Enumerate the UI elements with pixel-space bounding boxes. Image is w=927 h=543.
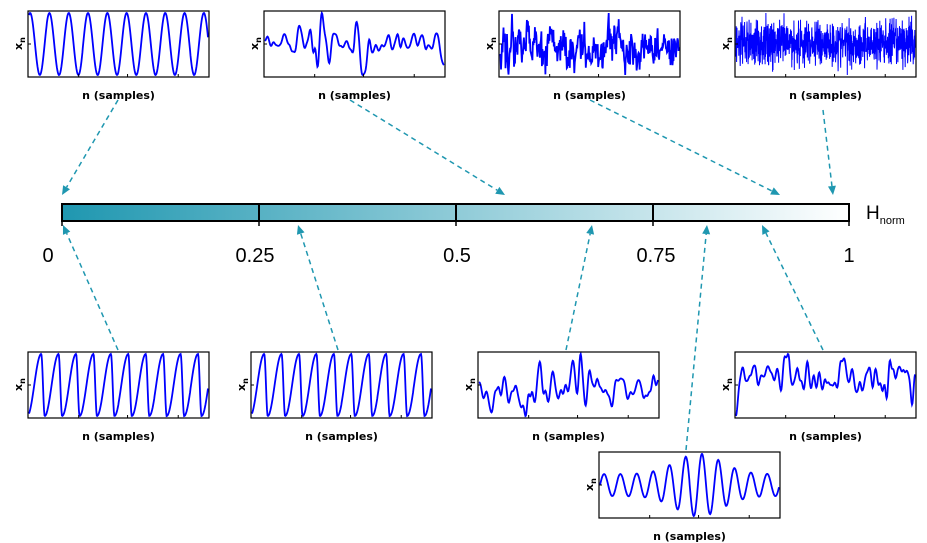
panel-ylabel: xn xyxy=(248,37,263,50)
signal-panel: xn n (samples) xyxy=(483,10,681,102)
signal-trace xyxy=(599,453,780,518)
panel-background xyxy=(735,352,916,418)
arrow-head xyxy=(495,186,505,195)
signal-panel: xn n (samples) xyxy=(462,351,660,443)
panel-xlabel: n (samples) xyxy=(553,89,626,102)
panel-xlabel: n (samples) xyxy=(789,89,862,102)
dashed-arrow xyxy=(765,232,824,351)
signal-panel: xn n (samples) xyxy=(12,10,210,102)
arrow-head xyxy=(62,225,71,235)
arrow-head xyxy=(770,187,780,195)
colorbar-tick-label: 0 xyxy=(42,245,53,267)
arrow-head xyxy=(62,185,71,195)
dashed-arrow xyxy=(589,99,773,192)
signal-panel: xn n (samples) xyxy=(12,351,210,443)
arrow-head xyxy=(827,185,836,195)
dashed-arrow xyxy=(685,233,707,451)
panel-ylabel: xn xyxy=(483,37,498,50)
panel-xlabel: n (samples) xyxy=(82,89,155,102)
panel-xlabel: n (samples) xyxy=(305,430,378,443)
panel-xlabel: n (samples) xyxy=(653,530,726,543)
colorbar: 0 0.25 0.5 0.75 1 Hnorm xyxy=(42,203,905,267)
panel-ylabel: xn xyxy=(462,378,477,391)
panel-ylabel: xn xyxy=(719,37,734,50)
signal-trace xyxy=(478,351,659,418)
signal-trace xyxy=(499,12,680,76)
signal-trace xyxy=(264,10,445,77)
panel-ylabel: xn xyxy=(583,478,598,491)
signal-trace xyxy=(28,11,209,77)
colorbar-tick-label: 0.75 xyxy=(637,245,676,267)
signal-panel: xn n (samples) xyxy=(235,351,433,443)
panel-xlabel: n (samples) xyxy=(532,430,605,443)
signal-panel: xn n (samples) xyxy=(583,451,781,543)
colorbar-tick-label: 0.5 xyxy=(443,245,471,267)
arrows xyxy=(62,99,836,451)
signal-panel: xn n (samples) xyxy=(719,351,917,443)
panel-ylabel: xn xyxy=(12,37,27,50)
arrow-head xyxy=(702,225,711,235)
arrow-head xyxy=(296,225,305,235)
panel-xlabel: n (samples) xyxy=(82,430,155,443)
colorbar-label: Hnorm xyxy=(866,203,905,227)
dashed-arrow xyxy=(65,99,119,188)
arrow-head xyxy=(586,225,595,235)
signal-panel: xn n (samples) xyxy=(719,10,917,102)
dashed-arrow xyxy=(349,99,498,191)
signal-trace xyxy=(251,352,432,418)
arrow-head xyxy=(762,225,770,235)
panel-ylabel: xn xyxy=(12,378,27,391)
signal-panels: xnn (samples)xnn (samples)xnn (samples)x… xyxy=(12,10,917,543)
dashed-arrow xyxy=(565,233,591,351)
signal-trace xyxy=(28,352,209,418)
panel-xlabel: n (samples) xyxy=(318,89,391,102)
signal-panel: xn n (samples) xyxy=(248,10,446,102)
panel-background xyxy=(478,352,659,418)
dashed-arrow xyxy=(822,109,833,187)
colorbar-tick-label: 0.25 xyxy=(236,245,275,267)
panel-xlabel: n (samples) xyxy=(789,430,862,443)
colorbar-tick-label: 1 xyxy=(843,245,854,267)
dashed-arrow xyxy=(65,232,119,351)
signal-trace xyxy=(735,12,916,76)
signal-trace xyxy=(735,352,916,417)
panel-ylabel: xn xyxy=(719,378,734,391)
dashed-arrow xyxy=(300,233,339,351)
panel-ylabel: xn xyxy=(235,378,250,391)
